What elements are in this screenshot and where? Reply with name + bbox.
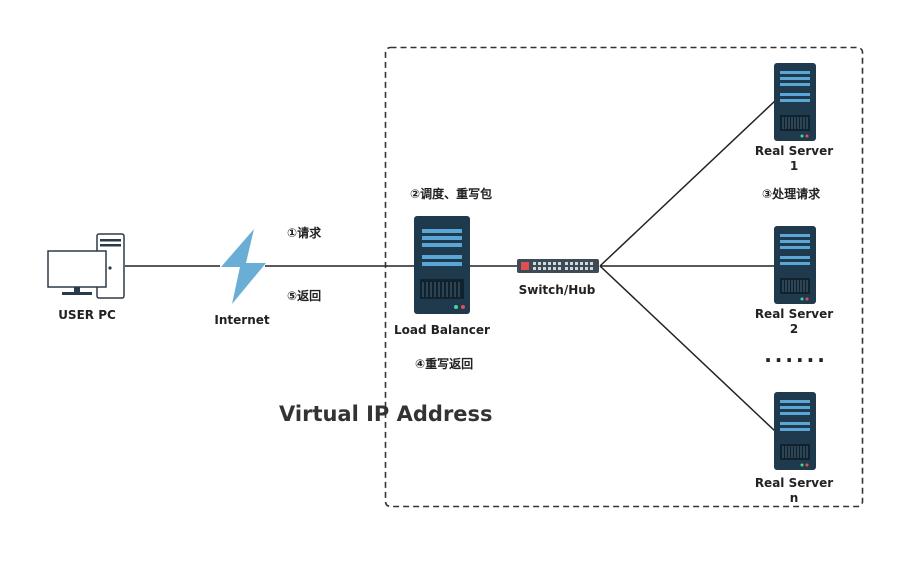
internet-label: Internet xyxy=(214,313,269,327)
virtual-ip-region xyxy=(384,46,864,508)
user-pc-label: USER PC xyxy=(58,308,116,322)
step-rewrite-return-label: ④重写返回 xyxy=(415,356,473,371)
real-server-n-index: n xyxy=(790,491,799,505)
real-server-2-index: 2 xyxy=(790,322,798,336)
switch-icon xyxy=(517,259,599,273)
load-balancer-label: Load Balancer xyxy=(394,323,490,337)
real-server-1-index: 1 xyxy=(790,159,798,173)
real-server-n-icon xyxy=(773,391,817,471)
step-return-label: ⑤返回 xyxy=(287,288,321,303)
step-schedule-label: ②调度、重写包 xyxy=(410,186,492,201)
link-switch-server1 xyxy=(599,99,777,267)
switch-label: Switch/Hub xyxy=(519,283,596,297)
link-switch-servern xyxy=(599,265,777,433)
real-server-1-label: Real Server xyxy=(755,144,833,158)
real-server-n-label: Real Server xyxy=(755,476,833,490)
real-server-2-label: Real Server xyxy=(755,307,833,321)
step-process-label: ③处理请求 xyxy=(762,186,821,201)
lightning-icon xyxy=(221,229,266,304)
real-server-2-icon xyxy=(773,225,817,305)
virtual-ip-label: Virtual IP Address xyxy=(279,402,493,426)
real-server-1-icon xyxy=(773,62,817,142)
more-servers-ellipsis: ...... xyxy=(764,343,828,367)
load-balancer-server-icon xyxy=(414,216,470,314)
user-pc-icon xyxy=(47,233,125,299)
step-request-label: ①请求 xyxy=(287,225,322,240)
